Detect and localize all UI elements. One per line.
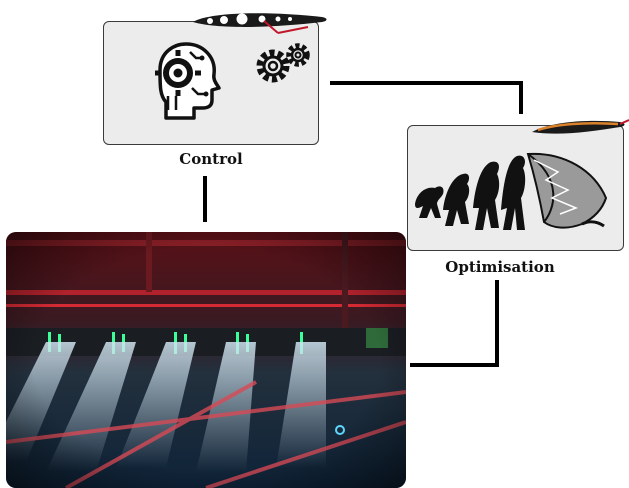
optimisation-label: Optimisation	[445, 258, 555, 276]
evolution-icon	[415, 155, 526, 230]
hydrofoil-icon	[532, 119, 629, 134]
connector-control-to-optimisation	[330, 81, 523, 114]
connector-optimisation-to-tank	[410, 280, 499, 367]
control-label: Control	[179, 150, 243, 168]
kite-wing-icon	[526, 152, 608, 229]
towing-tank-photo	[6, 232, 406, 488]
head-gear-icon	[155, 42, 221, 120]
hydrofoil-icon	[193, 13, 327, 34]
gears-icon	[256, 43, 310, 83]
